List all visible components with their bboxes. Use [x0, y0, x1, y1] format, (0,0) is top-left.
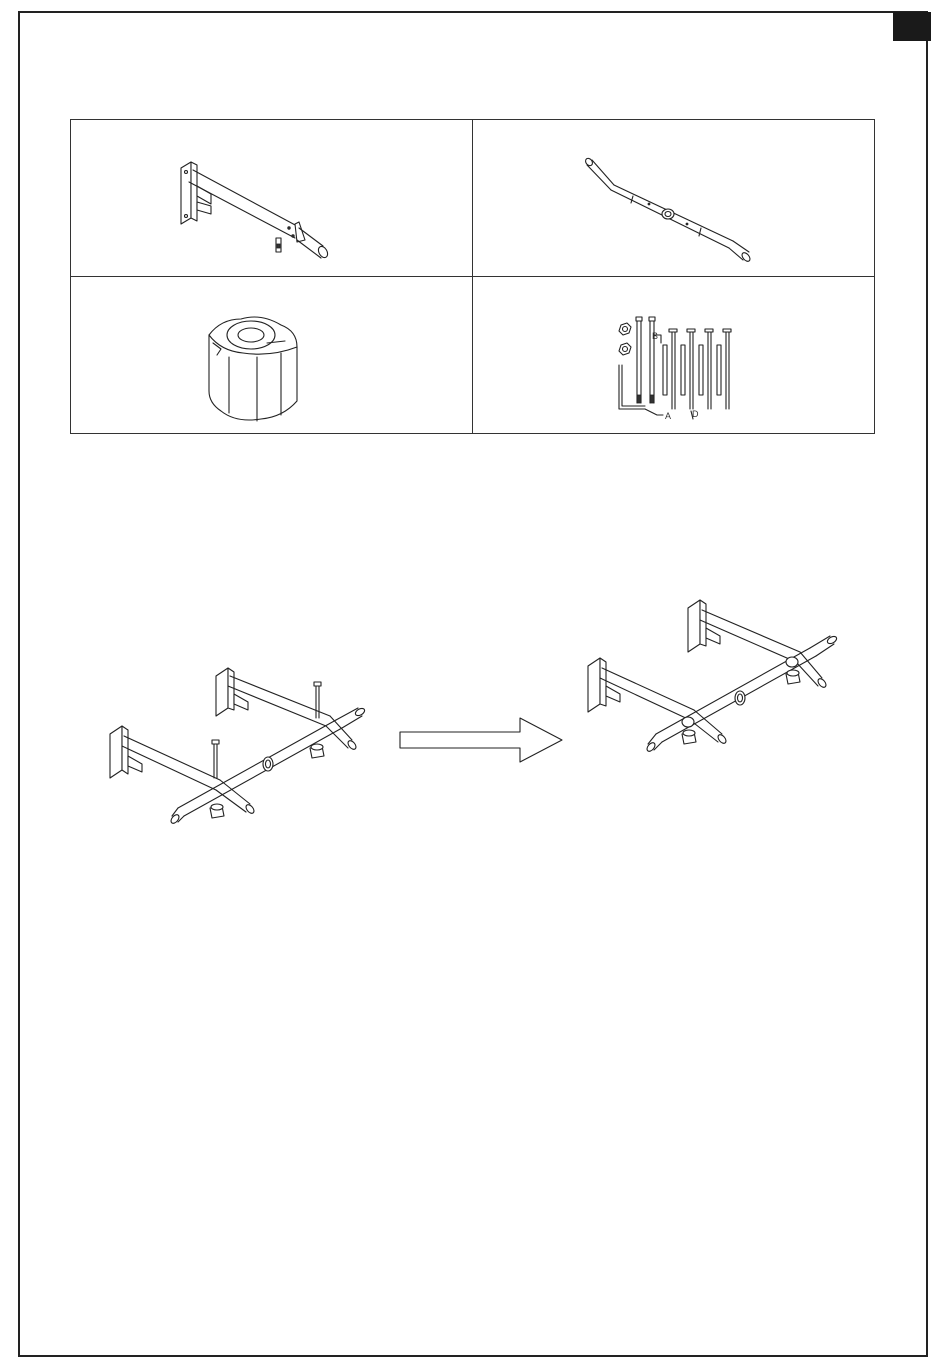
assembly-before: [110, 668, 366, 825]
parts-table: B A D: [70, 119, 875, 434]
arrow-icon: [400, 718, 562, 762]
assembly-illustration: [100, 590, 860, 840]
part-cell-wall-arm: [71, 120, 472, 276]
part-cell-handle-bar: [473, 120, 876, 276]
label-b: B: [652, 331, 658, 341]
hardware-kit-illustration: B A D: [473, 277, 876, 435]
assembly-after: [588, 600, 838, 753]
label-a: A: [665, 411, 671, 421]
foam-grip-illustration: [71, 277, 472, 435]
page-corner-tab: [893, 12, 931, 41]
label-d: D: [692, 409, 699, 419]
handle-bar-illustration: [473, 120, 876, 276]
part-cell-foam-grip: [71, 277, 472, 435]
wall-arm-illustration: [71, 120, 472, 276]
part-cell-hardware-kit: B A D: [473, 277, 876, 435]
assembly-diagram: [100, 590, 860, 840]
